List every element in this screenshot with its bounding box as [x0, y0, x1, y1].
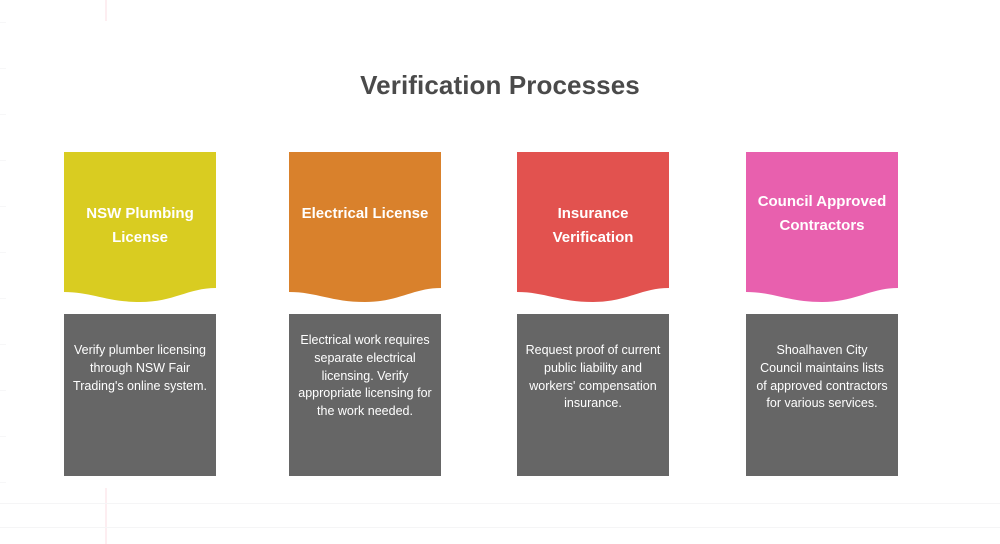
- wave-accent-fill: [746, 280, 898, 302]
- guide-tick: [0, 252, 6, 253]
- process-card[interactable]: Council Approved Contractors Shoalhaven …: [746, 152, 898, 476]
- card-body-text: Shoalhaven City Council maintains lists …: [756, 343, 888, 411]
- card-body-text: Request proof of current public liabilit…: [525, 343, 661, 411]
- guide-tick: [0, 114, 6, 115]
- guide-tick: [0, 298, 6, 299]
- guide-tick: [0, 68, 6, 69]
- process-card[interactable]: Electrical License Electrical work requi…: [289, 152, 441, 476]
- guide-tick: [0, 482, 6, 483]
- page-title: Verification Processes: [360, 70, 640, 100]
- verification-process-cards: NSW Plumbing License Verify plumber lice…: [64, 152, 936, 476]
- card-header: Council Approved Contractors: [746, 152, 898, 314]
- card-title: Council Approved Contractors: [757, 193, 887, 234]
- guide-tick: [0, 160, 6, 161]
- process-card[interactable]: NSW Plumbing License Verify plumber lice…: [64, 152, 216, 476]
- guide-tick: [0, 344, 6, 345]
- card-body-text: Verify plumber licensing through NSW Fai…: [73, 343, 207, 393]
- card-header: Insurance Verification: [517, 152, 669, 314]
- wave-divider-icon: [289, 280, 441, 314]
- card-body-text: Electrical work requires separate electr…: [298, 333, 432, 418]
- card-header: NSW Plumbing License: [64, 152, 216, 314]
- guide-tick: [0, 206, 6, 207]
- guide-line-horizontal-1: [0, 503, 1000, 504]
- guide-line-horizontal-2: [0, 527, 1000, 528]
- card-title: Insurance Verification: [552, 205, 634, 246]
- wave-accent-fill: [64, 280, 216, 302]
- guide-tick: [0, 390, 6, 391]
- wave-accent-fill: [517, 280, 669, 302]
- card-title: NSW Plumbing License: [86, 205, 194, 246]
- process-card[interactable]: Insurance Verification Request proof of …: [517, 152, 669, 476]
- wave-accent-fill: [289, 280, 441, 302]
- wave-divider-icon: [64, 280, 216, 314]
- wave-divider-icon: [746, 280, 898, 314]
- guide-tick: [0, 22, 6, 23]
- card-title: Electrical License: [301, 205, 429, 222]
- card-header: Electrical License: [289, 152, 441, 314]
- guide-tick: [0, 436, 6, 437]
- wave-divider-icon: [517, 280, 669, 314]
- guide-line-vertical-top: [105, 0, 107, 21]
- guide-line-vertical-bottom: [105, 488, 107, 544]
